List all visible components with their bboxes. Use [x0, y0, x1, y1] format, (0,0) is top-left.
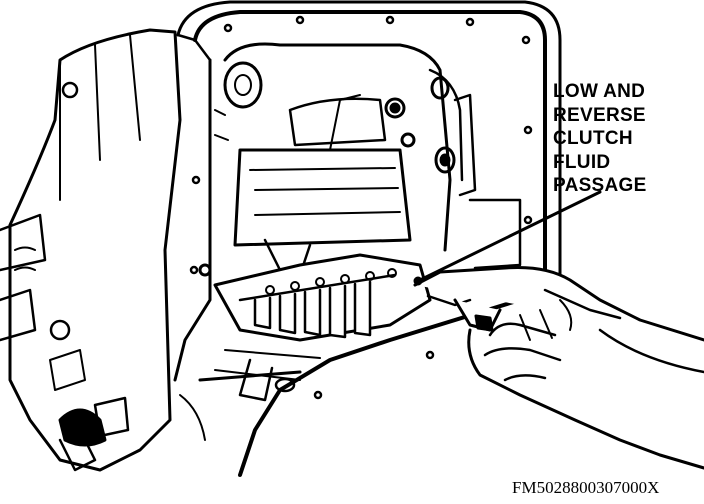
callout-label: LOW AND REVERSE CLUTCH FLUID PASSAGE [553, 80, 693, 198]
transmission-case [0, 28, 182, 472]
callout-line-5: PASSAGE [553, 175, 647, 196]
valve-body [179, 253, 432, 441]
callout-line-3: CLUTCH [553, 128, 633, 149]
figure-id: FM5028800307000X [512, 478, 660, 497]
pan-flange [173, 0, 562, 477]
callout-line-4: FLUID [553, 151, 611, 173]
fluid-passage-target [413, 276, 423, 286]
callout-line-1: LOW AND [553, 81, 646, 102]
hand-with-air-nozzle [413, 266, 704, 470]
callout-leader-line [418, 190, 602, 282]
callout-line-2: REVERSE [553, 104, 646, 126]
case-interior [198, 42, 522, 277]
